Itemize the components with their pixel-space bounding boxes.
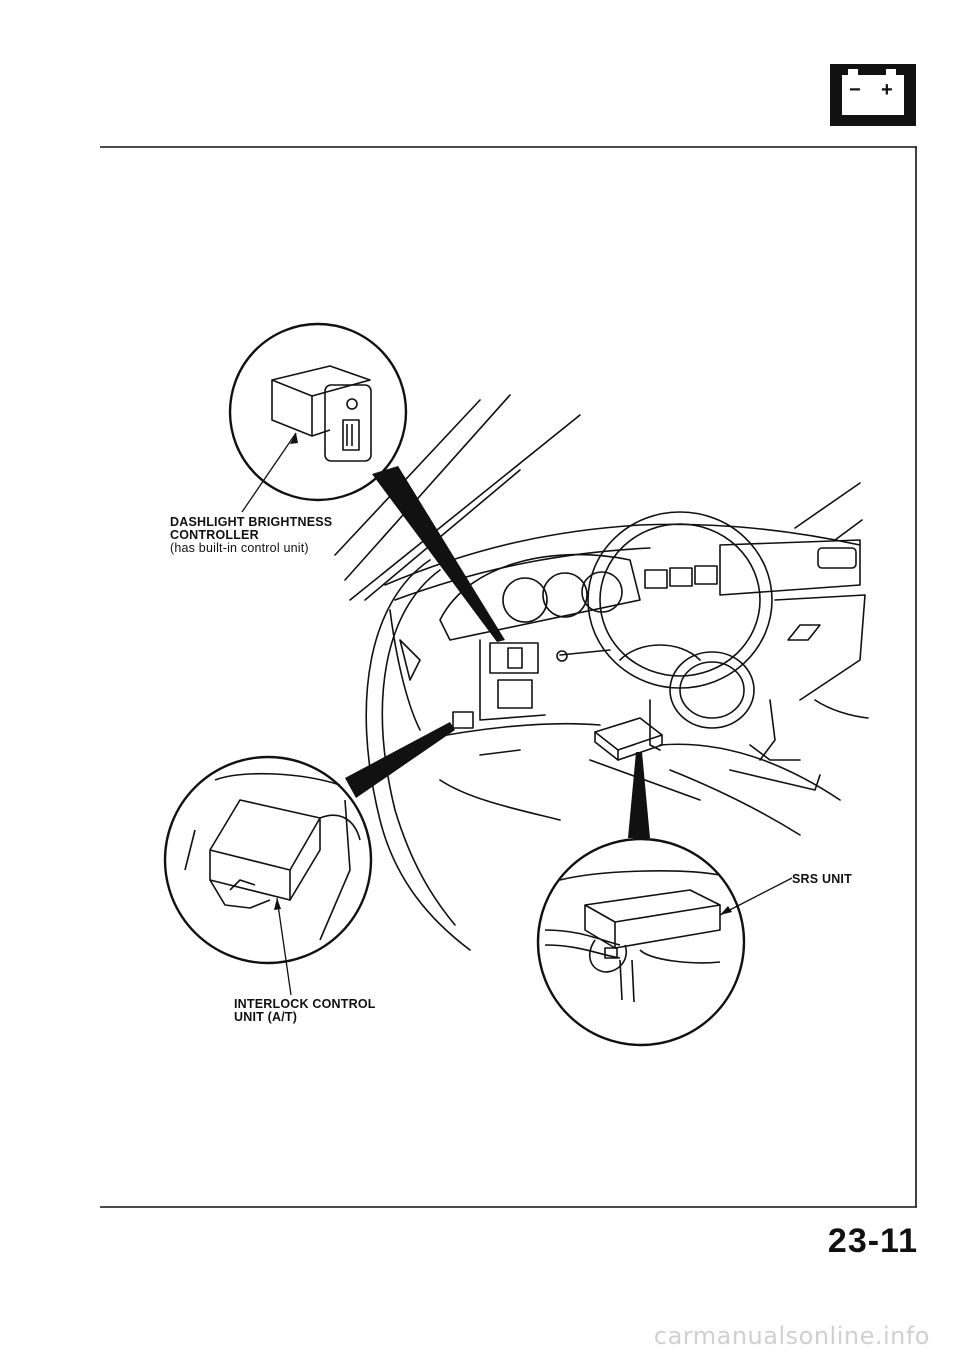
- battery-plus-sign: +: [881, 79, 893, 101]
- dashlight-controller-label: DASHLIGHT BRIGHTNESS CONTROLLER (has bui…: [170, 516, 332, 555]
- interlock-label-line2: UNIT (A/T): [234, 1010, 298, 1024]
- dashlight-label-line2: CONTROLLER: [170, 528, 259, 542]
- interlock-control-unit-label: INTERLOCK CONTROL UNIT (A/T): [234, 998, 376, 1024]
- interlock-label-line1: INTERLOCK CONTROL: [234, 997, 376, 1011]
- dashlight-controller-detail: [228, 322, 505, 642]
- dashlight-label-line1: DASHLIGHT BRIGHTNESS: [170, 515, 333, 529]
- page-number: 23-11: [827, 1222, 918, 1260]
- battery-minus-sign: −: [849, 79, 861, 101]
- srs-unit-label: SRS UNIT: [792, 872, 852, 886]
- battery-icon: − +: [830, 64, 916, 126]
- srs-unit-detail: [536, 752, 793, 1047]
- watermark-text: carmanualsonline.info: [653, 1322, 930, 1350]
- interlock-unit-detail: [163, 722, 455, 996]
- dashboard-drawing: [334, 394, 869, 951]
- dashlight-label-note: (has built-in control unit): [170, 541, 309, 555]
- page-frame: [100, 146, 917, 1208]
